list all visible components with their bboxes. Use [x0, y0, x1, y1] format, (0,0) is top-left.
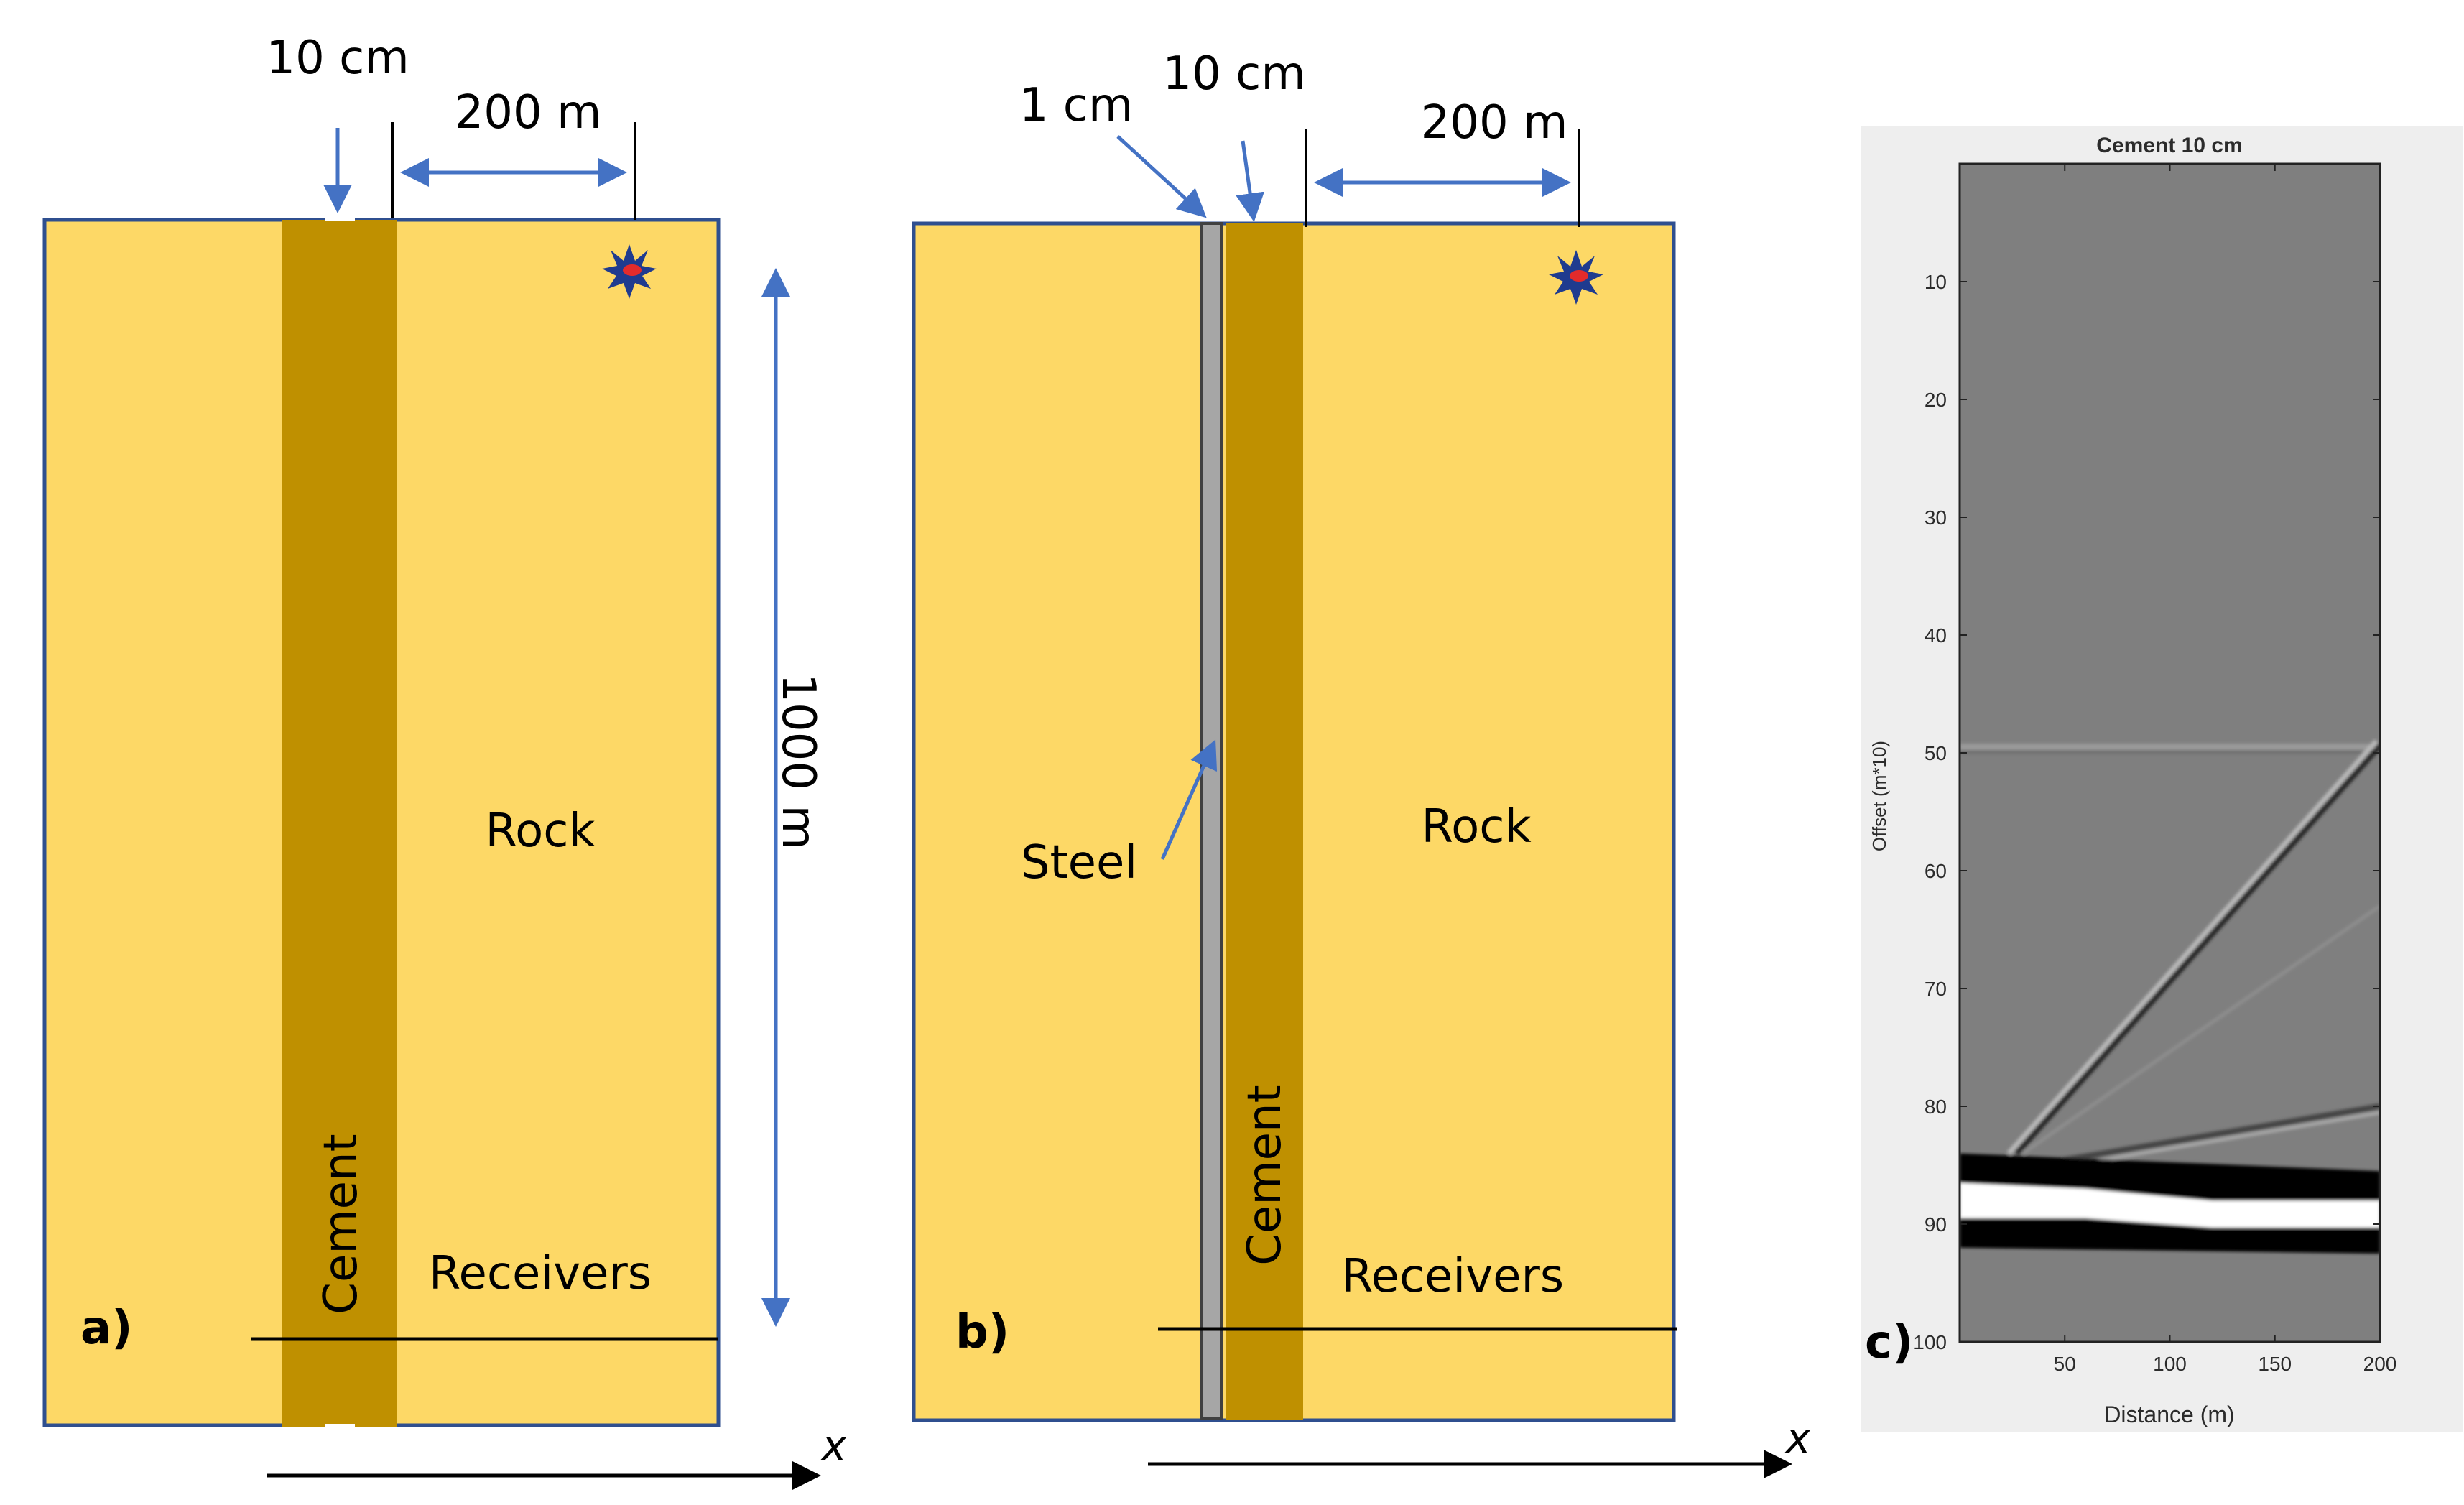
steel-width-label-b: 1 cm	[1019, 79, 1134, 132]
secondary-event-trace	[2032, 1103, 2380, 1168]
plot-title: Cement 10 cm	[2096, 134, 2242, 157]
seismogram-image	[1960, 164, 2380, 1342]
x-tick-label: 200	[2363, 1353, 2397, 1375]
y-tick-label: 90	[1925, 1213, 1947, 1236]
x-tick-label: 50	[2054, 1353, 2076, 1375]
steel-width-arrow-b	[1116, 135, 1207, 218]
panel-a: 10 cm 200 m 1000 m Rock Cement Receivers…	[42, 32, 847, 1490]
steel-label-b: Steel	[1021, 836, 1137, 889]
cement-column-b	[1226, 223, 1303, 1420]
offset-label-a: 200 m	[455, 86, 602, 139]
cement-width-label-b: 10 cm	[1162, 47, 1305, 101]
panel-label-c: c)	[1865, 1316, 1913, 1369]
height-label-a: 1000 m	[772, 673, 825, 850]
faint-arrival-trace	[2021, 904, 2380, 1155]
receivers-label-b: Receivers	[1341, 1250, 1564, 1303]
explosion-icon	[1549, 250, 1603, 305]
y-axis-title: Offset (m*10)	[1868, 741, 1890, 851]
panel-label-b: b)	[955, 1306, 1009, 1359]
cement-width-label-a: 10 cm	[266, 32, 409, 85]
y-tick-label: 30	[1925, 506, 1947, 529]
y-tick-label: 70	[1925, 978, 1947, 1000]
casing-arrival-core	[1960, 1182, 2380, 1228]
cement-width-arrow-b	[1236, 140, 1264, 222]
y-tick-label: 100	[1913, 1331, 1947, 1353]
y-tick-label: 10	[1925, 271, 1947, 293]
panel-b: 1 cm 10 cm 200 m Rock Steel Cement Recei…	[912, 47, 1811, 1478]
panel-label-a: a)	[80, 1302, 132, 1355]
cement-label-a: Cement	[315, 1134, 368, 1314]
y-tick-label: 40	[1925, 624, 1947, 647]
receivers-label-a: Receivers	[429, 1247, 652, 1300]
x-tick-label: 150	[2258, 1353, 2292, 1375]
y-tick-label: 50	[1925, 742, 1947, 764]
explosion-icon	[602, 244, 657, 299]
y-tick-label: 80	[1925, 1096, 1947, 1118]
dipping-arrival-trace	[2006, 739, 2379, 1155]
panel-c: Cement 10 cm 10 20 30 40 50 60 70 80 90 100 50 100…	[1861, 126, 2463, 1432]
steel-label-arrow-b	[1160, 739, 1218, 861]
steel-casing-b	[1200, 222, 1223, 1420]
rock-label-b: Rock	[1422, 800, 1532, 853]
x-axis-title: Distance (m)	[2104, 1402, 2234, 1427]
y-tick-label: 20	[1925, 389, 1947, 411]
rock-label-a: Rock	[486, 805, 596, 858]
x-tick-label: 100	[2153, 1353, 2187, 1375]
dipping-arrival-trace	[2014, 741, 2380, 1156]
y-tick-label: 60	[1925, 860, 1947, 882]
cement-label-b: Cement	[1238, 1085, 1292, 1265]
x-axis-label-a: x	[820, 1421, 847, 1470]
cement-column-a	[282, 220, 397, 1427]
x-axis-label-b: x	[1784, 1414, 1811, 1463]
offset-label-b: 200 m	[1421, 96, 1568, 149]
